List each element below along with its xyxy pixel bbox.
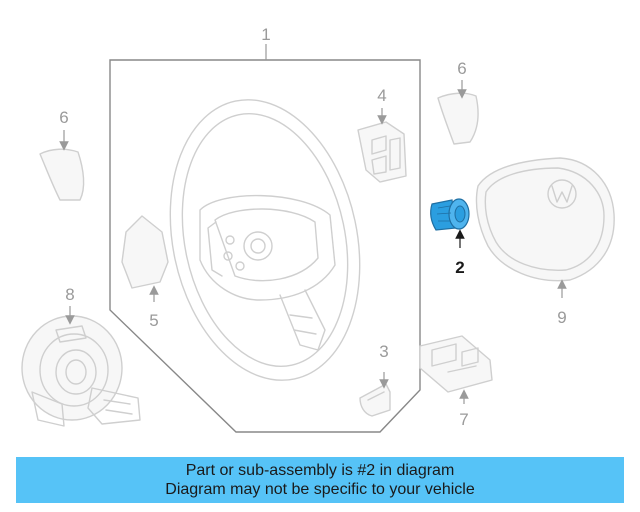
info-banner: Part or sub-assembly is #2 in diagram Di…: [16, 457, 624, 503]
callout-9: 9: [557, 308, 566, 327]
callout-5: 5: [149, 311, 158, 330]
callout-7: 7: [459, 410, 468, 429]
callout-1: 1: [261, 25, 270, 44]
part-3-clip: [359, 383, 391, 417]
parts-diagram: 1 2 3 4 5 6 6: [21, 25, 615, 433]
banner-line-2: Diagram may not be specific to your vehi…: [165, 481, 475, 498]
part-6-left-trim: [39, 148, 85, 201]
callout-8: 8: [65, 285, 74, 304]
part-7-module: [419, 335, 493, 393]
part-6-right-trim: [437, 92, 479, 145]
callout-6-left: 6: [59, 108, 68, 127]
steering-wheel-assembly-frame: [109, 44, 421, 433]
highlighted-part-2[interactable]: [430, 198, 470, 231]
callout-4: 4: [377, 86, 386, 105]
callout-6-right: 6: [457, 59, 466, 78]
part-8-clock-spring: [21, 315, 141, 427]
callout-3: 3: [379, 342, 388, 361]
callout-2: 2: [455, 258, 464, 277]
banner-line-1: Part or sub-assembly is #2 in diagram: [185, 462, 455, 479]
part-5-cover: [121, 215, 169, 289]
part-4-switch: [357, 121, 407, 183]
part-9-airbag: [475, 157, 615, 282]
steering-wheel-part-1: [169, 99, 361, 381]
